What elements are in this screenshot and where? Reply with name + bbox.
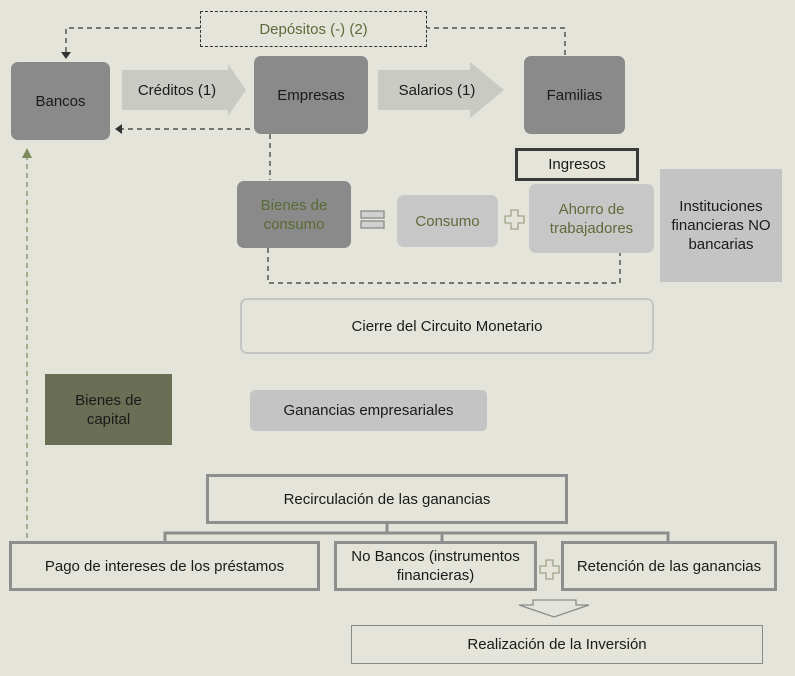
salarios-arrow [378, 62, 504, 118]
empresas-to-bancos-arrowhead [115, 124, 122, 134]
consumo-loop-dashed-line [267, 248, 621, 284]
down-arrow-to-realizacion [518, 599, 590, 618]
plus-icon [504, 209, 525, 230]
empresas-node: Empresas [254, 56, 368, 134]
equals-icon [360, 210, 385, 229]
depositos-dashed-line [65, 27, 566, 55]
ahorro-trabajadores-node: Ahorro de trabajadores [529, 184, 654, 253]
pago-intereses-box: Pago de intereses de los préstamos [9, 541, 320, 591]
realizacion-inversion-box: Realización de la Inversión [351, 625, 763, 664]
bienes-de-consumo-node: Bienes de consumo [237, 181, 351, 248]
instituciones-financieras-node: Instituciones financieras NO bancarias [660, 169, 782, 282]
cierre-circuito-box: Cierre del Circuito Monetario [240, 298, 654, 354]
creditos-label: Créditos (1) [137, 81, 217, 99]
plus-icon-2 [539, 559, 560, 580]
ingresos-box: Ingresos [515, 148, 639, 181]
depositos-label: Depósitos (-) (2) [200, 11, 427, 47]
bienes-de-capital-node: Bienes de capital [45, 374, 172, 445]
consumo-node: Consumo [397, 195, 498, 247]
retencion-ganancias-box: Retención de las ganancias [561, 541, 777, 591]
familias-node: Familias [524, 56, 625, 134]
salarios-label: Salarios (1) [398, 81, 476, 99]
ganancias-empresariales-node: Ganancias empresariales [250, 390, 487, 431]
no-bancos-box: No Bancos (instrumentos financieras) [334, 541, 537, 591]
recirculacion-box: Recirculación de las ganancias [206, 474, 568, 524]
recirculacion-tree-connector [163, 524, 670, 541]
creditos-arrow [122, 64, 246, 116]
intereses-to-bancos-arrowhead [22, 148, 32, 158]
bancos-node: Bancos [11, 62, 110, 140]
depositos-arrowhead [61, 52, 71, 59]
